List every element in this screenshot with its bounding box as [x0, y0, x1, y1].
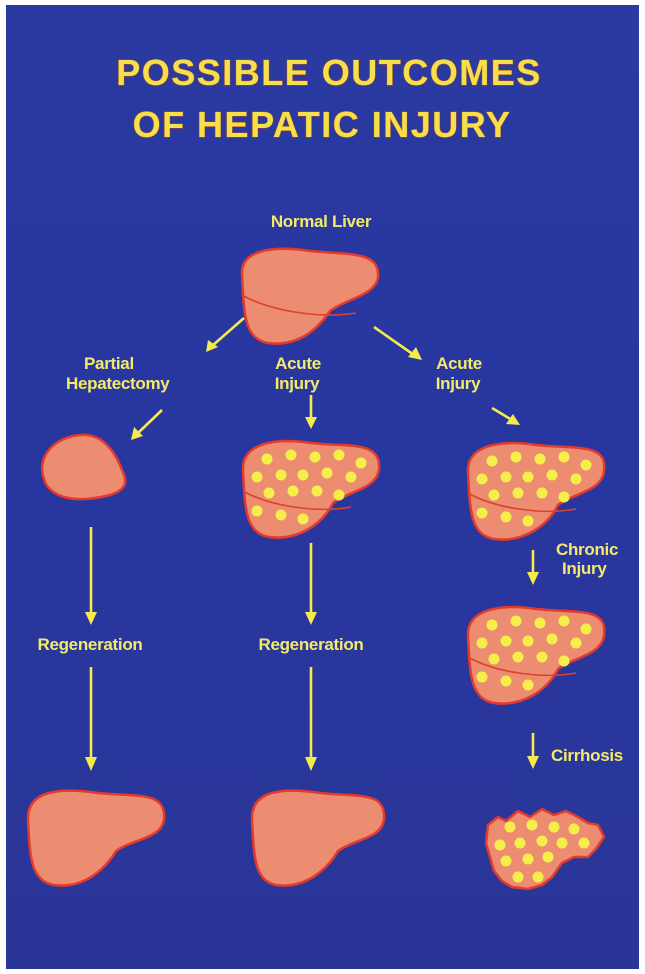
label-acute-injury-center-1: Acute: [275, 354, 321, 373]
arrow-to-small-liver: [131, 410, 162, 440]
arrow-cirrhosis: [527, 733, 539, 769]
arrow-to-partial-hepatectomy: [206, 318, 244, 352]
label-cirrhosis: Cirrhosis: [551, 746, 623, 765]
regenerated-liver-center-image: [252, 791, 384, 886]
label-regeneration-left: Regeneration: [37, 635, 142, 654]
diagram-slide: POSSIBLE OUTCOMES OF HEPATIC INJURY Norm…: [6, 5, 639, 969]
chronic-injured-liver-image: [468, 607, 604, 703]
normal-liver-image: [242, 249, 378, 344]
arrow-center-to-regeneration: [305, 543, 317, 625]
arrow-to-acute-injury-right: [374, 327, 422, 360]
regenerated-liver-left-image: [28, 791, 164, 886]
label-acute-injury-right-2: Injury: [436, 374, 481, 393]
arrow-left-regeneration-to-liver: [85, 667, 97, 771]
label-acute-injury-center-2: Injury: [275, 374, 320, 393]
title-line-2: OF HEPATIC INJURY: [133, 104, 512, 145]
injured-liver-center-image: [243, 441, 379, 537]
label-partial-hepatectomy-1: Partial: [84, 354, 134, 373]
hepatic-injury-diagram: POSSIBLE OUTCOMES OF HEPATIC INJURY Norm…: [6, 5, 639, 969]
label-acute-injury-right-1: Acute: [436, 354, 482, 373]
label-regeneration-center: Regeneration: [258, 635, 363, 654]
title-line-1: POSSIBLE OUTCOMES: [116, 52, 542, 93]
cirrhotic-liver-image: [486, 809, 604, 889]
arrow-to-injured-liver-right: [492, 408, 520, 425]
label-partial-hepatectomy-2: Hepatectomy: [66, 374, 170, 393]
resected-liver-image: [42, 435, 125, 499]
injured-liver-right-image: [468, 443, 604, 539]
label-normal-liver: Normal Liver: [271, 212, 372, 231]
arrow-to-injured-liver-center: [305, 395, 317, 429]
label-chronic-injury-1: Chronic: [556, 540, 618, 559]
arrow-center-regeneration-to-liver: [305, 667, 317, 771]
label-chronic-injury-2: Injury: [562, 559, 607, 578]
arrow-chronic-injury: [527, 550, 539, 585]
arrow-left-to-regeneration: [85, 527, 97, 625]
